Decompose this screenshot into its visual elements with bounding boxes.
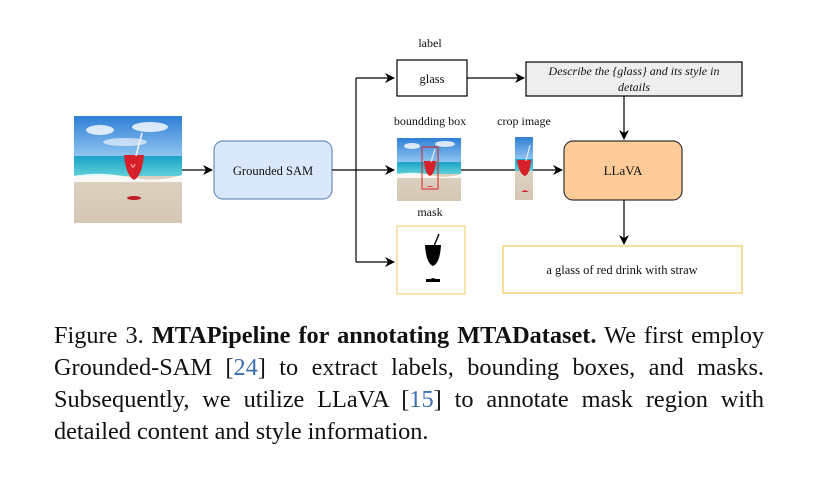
crop-heading: crop image [497, 114, 551, 128]
pipeline-diagram: Grounded SAM label glass Describe the {g… [74, 36, 743, 295]
bbox-image [397, 138, 461, 201]
caption-text-1: We first employ Grounded-SAM [ [54, 322, 765, 381]
output-text: a glass of red drink with straw [546, 263, 697, 277]
llava-label: LLaVA [604, 163, 643, 178]
llava-box [563, 140, 683, 201]
grounded-sam-label: Grounded SAM [233, 164, 313, 178]
caption-title: MTAPipeline for annotating MTADataset. [151, 322, 597, 349]
glass-label-box [396, 59, 468, 97]
prompt-box [525, 61, 743, 97]
mask-heading: mask [417, 205, 442, 219]
caption-text-2: ] to extract labels, bounding boxes, and… [54, 354, 764, 413]
beach-photo [74, 116, 182, 223]
figure-label: Figure 3. [54, 322, 144, 349]
label-heading: label [418, 36, 442, 50]
figure-caption: Figure 3. MTAPipeline for annotating MTA… [54, 320, 764, 448]
citation-link-24[interactable]: 24 [233, 354, 258, 381]
output-box [502, 245, 743, 294]
bbox-heading: boundding box [394, 114, 466, 128]
prompt-line-1: Describe the {glass} and its style in [548, 64, 720, 78]
mask-image [396, 225, 466, 295]
caption-text-3: ] to annotate mask region with detailed … [54, 386, 764, 445]
crop-image [515, 137, 533, 200]
citation-link-15[interactable]: 15 [409, 386, 434, 413]
prompt-line-2: details [618, 80, 650, 94]
glass-label-text: glass [420, 72, 445, 86]
